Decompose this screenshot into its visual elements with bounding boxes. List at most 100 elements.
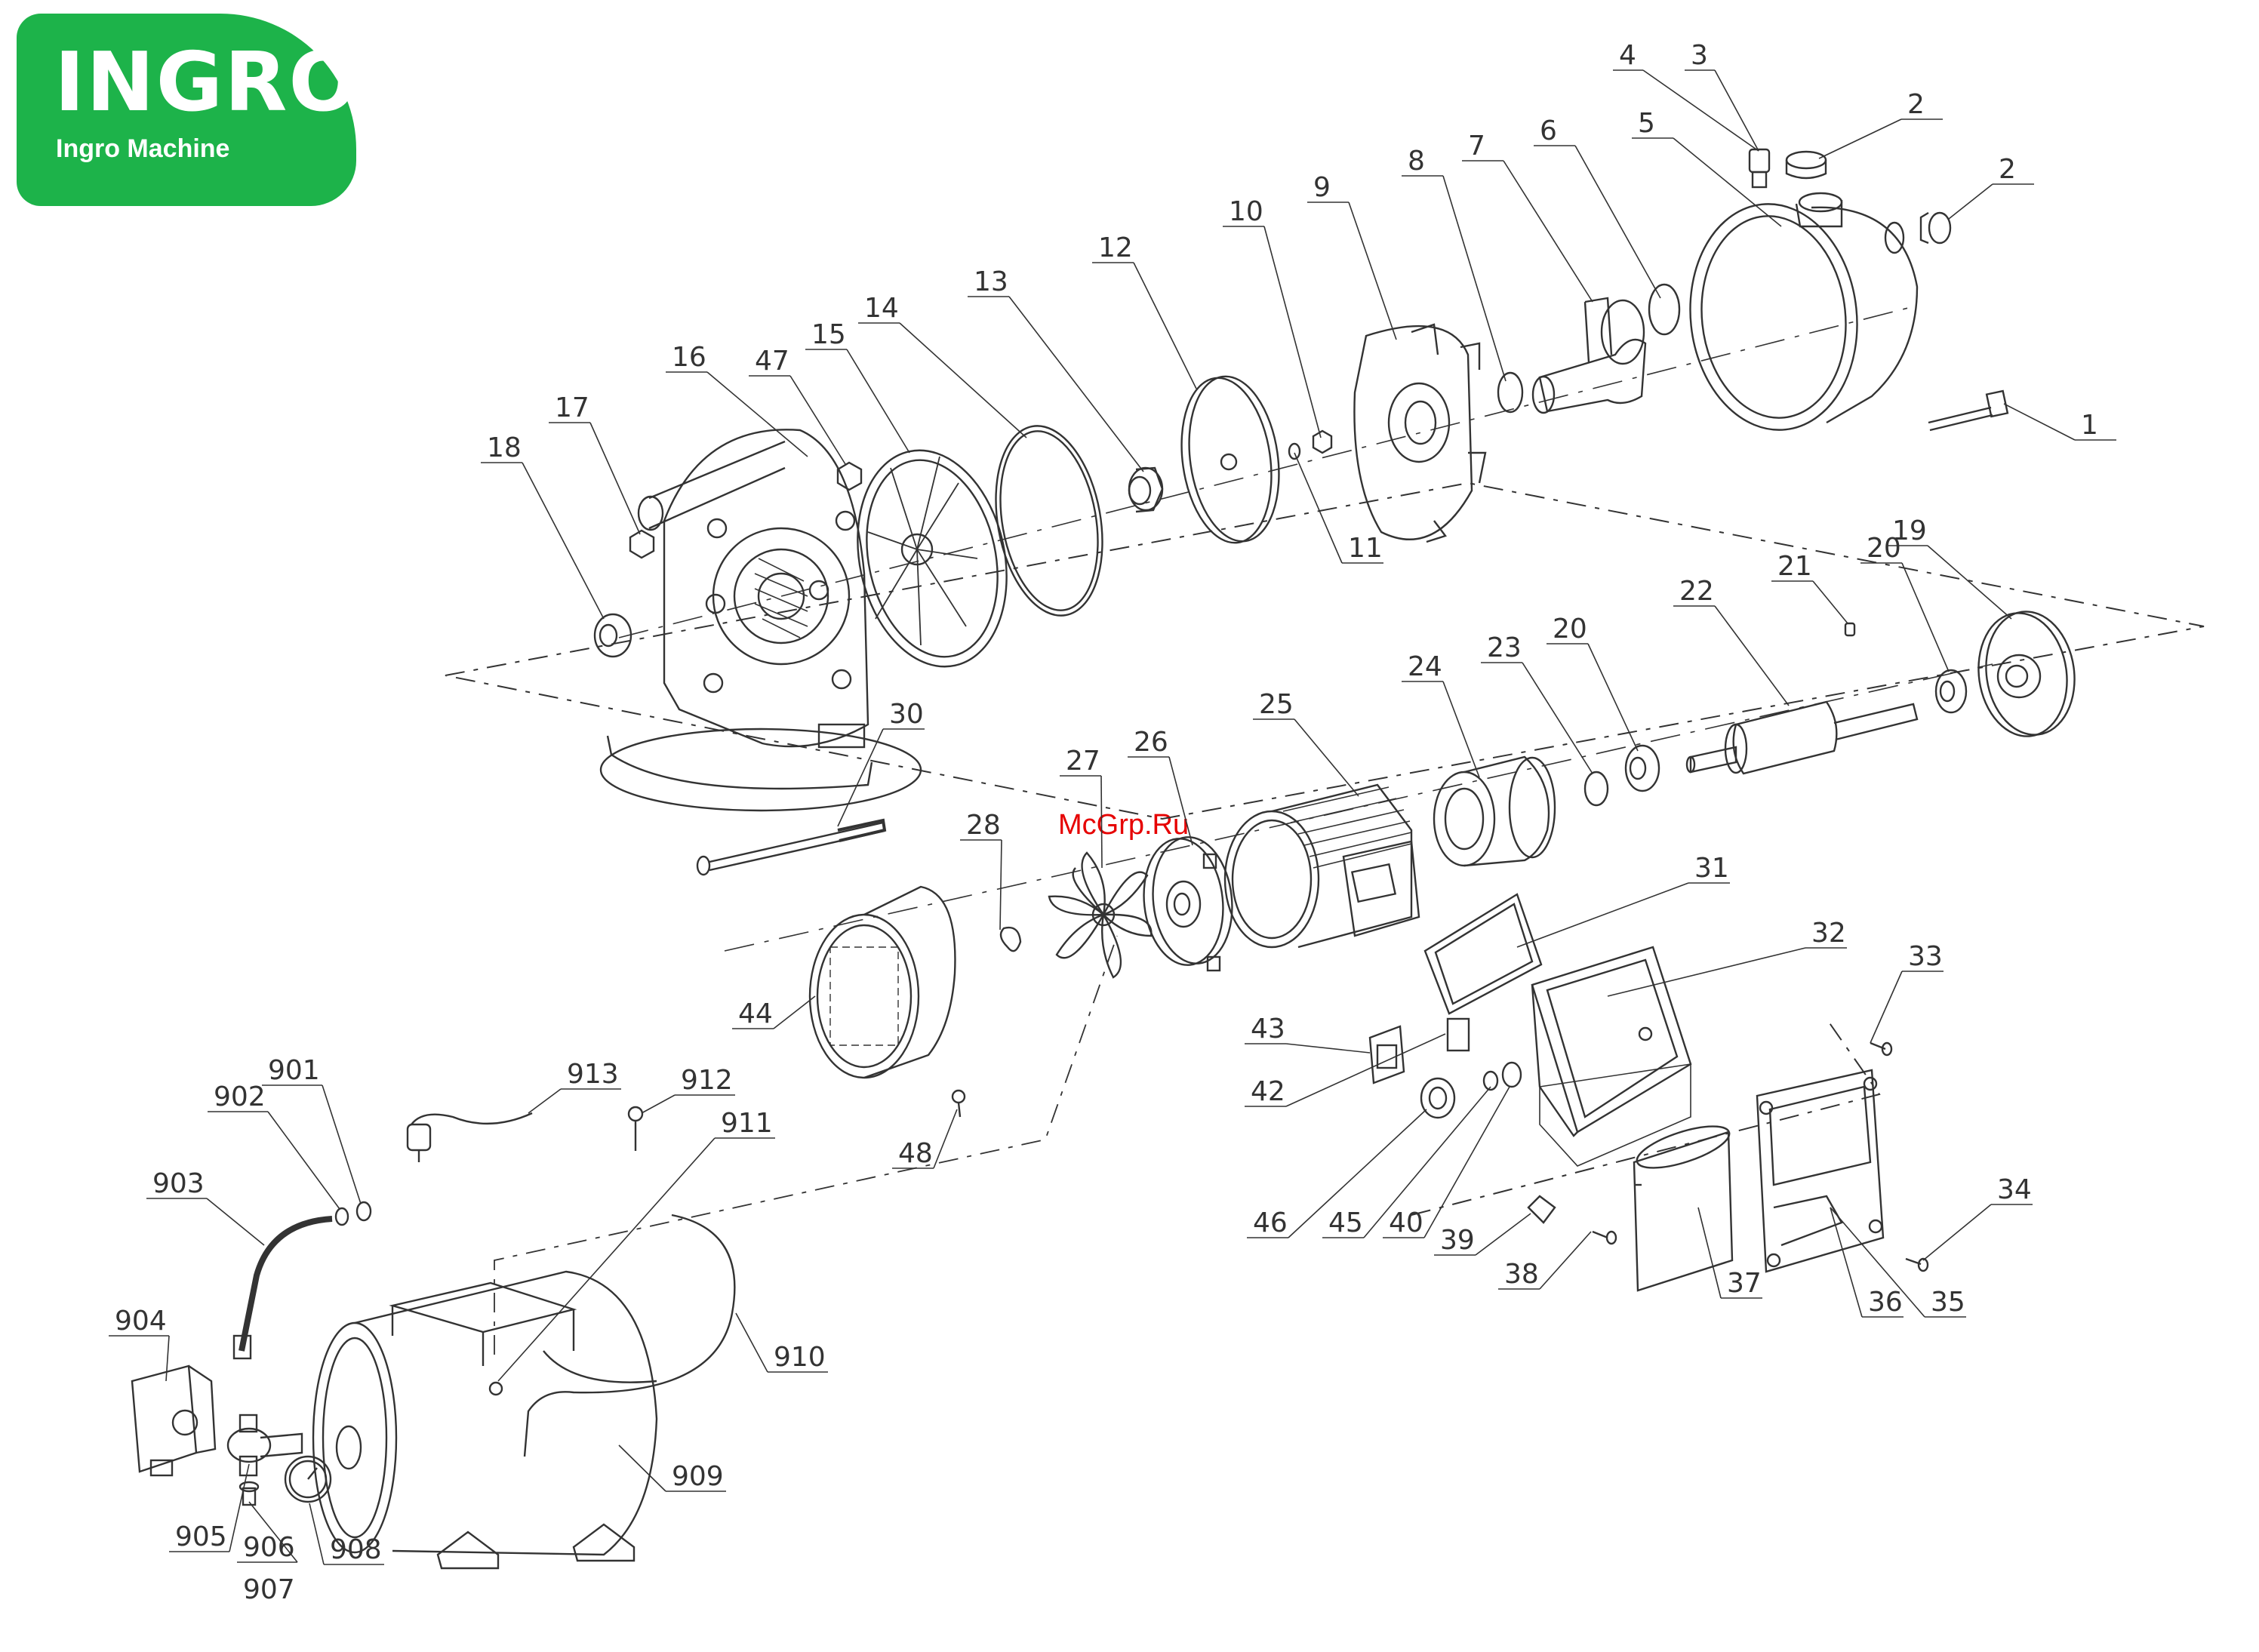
- cable-gland-part-46: [1421, 1078, 1454, 1118]
- callout-label-912: 912: [681, 1065, 733, 1096]
- callout-leader-32: [1608, 948, 1805, 996]
- plug-part-3: [1750, 149, 1769, 187]
- callout-leader-43: [1286, 1044, 1370, 1053]
- callout-label-903: 903: [152, 1168, 205, 1199]
- callout-label-6: 6: [1540, 115, 1557, 146]
- callout-leader-908: [309, 1503, 324, 1564]
- callout-label-32: 32: [1811, 918, 1846, 949]
- o-ring-part-6: [1649, 285, 1679, 334]
- callout-label-15: 15: [811, 319, 846, 350]
- plug-part-2-top: [1787, 152, 1826, 178]
- callout-leader-904: [166, 1336, 169, 1381]
- callout-label-48: 48: [898, 1138, 933, 1169]
- callout-label-46: 46: [1253, 1207, 1288, 1238]
- callout-label-5: 5: [1638, 108, 1655, 139]
- callout-leader-912: [642, 1095, 675, 1113]
- callout-leader-20a: [1902, 563, 1949, 672]
- fan-part-27: [1049, 853, 1151, 977]
- callout-label-911: 911: [721, 1108, 773, 1139]
- callout-leader-15: [847, 349, 909, 453]
- callout-leader-903: [207, 1198, 264, 1245]
- callout-label-37: 37: [1727, 1268, 1762, 1299]
- rotor-part-22: [1687, 702, 1917, 774]
- callout-label-901: 901: [268, 1055, 320, 1086]
- washer-part-902: [336, 1208, 348, 1225]
- screw-part-38: [1593, 1232, 1616, 1244]
- capacitor-part-37: [1633, 1118, 1734, 1291]
- callout-leader-913: [528, 1089, 561, 1113]
- switch-seal-part-42: [1448, 1019, 1469, 1051]
- callout-leader-9: [1349, 202, 1396, 340]
- callout-label-904: 904: [115, 1306, 167, 1337]
- screw-part-34: [1906, 1259, 1928, 1271]
- five-way-fitting-part-905: [228, 1415, 302, 1475]
- pressure-switch-part-904: [132, 1366, 215, 1475]
- pressure-tank-part-909: [313, 1272, 657, 1568]
- stator-part-24: [1434, 757, 1555, 866]
- callout-label-4: 4: [1619, 40, 1636, 71]
- callout-label-44: 44: [738, 998, 773, 1029]
- callout-leader-4: [1643, 70, 1759, 151]
- callout-label-27: 27: [1066, 746, 1100, 777]
- callout-leader-30: [838, 729, 883, 826]
- impeller-part-12: [1171, 371, 1288, 549]
- callout-label-13: 13: [974, 266, 1008, 297]
- key-part-21: [1845, 623, 1854, 635]
- washer-part-901: [357, 1202, 371, 1220]
- callout-label-10: 10: [1229, 196, 1263, 227]
- callout-label-40: 40: [1389, 1207, 1423, 1238]
- callout-label-26: 26: [1134, 727, 1168, 758]
- callout-label-42: 42: [1251, 1076, 1285, 1107]
- motor-flange-part-19: [1971, 606, 2082, 743]
- callout-label-17: 17: [555, 392, 589, 423]
- callout-label-9: 9: [1313, 172, 1331, 203]
- o-ring-part-8: [1498, 373, 1522, 412]
- gasket-part-31: [1425, 894, 1541, 1014]
- callout-leader-2a: [1819, 119, 1901, 158]
- callout-label-22: 22: [1679, 576, 1714, 607]
- callout-leader-18: [522, 463, 604, 619]
- callout-leader-27: [1101, 776, 1102, 868]
- callout-leader-45: [1364, 1087, 1491, 1238]
- callout-label-38: 38: [1504, 1259, 1539, 1290]
- callout-leader-21: [1813, 581, 1848, 623]
- tank-boundary: [494, 936, 1117, 1355]
- callout-label-906: 906: [243, 1532, 295, 1563]
- end-shield-part-26: [1138, 833, 1239, 971]
- callout-label-20a: 20: [1867, 533, 1901, 564]
- callout-leader-16: [707, 372, 808, 457]
- callout-label-11: 11: [1348, 533, 1383, 564]
- fan-cover-part-44: [810, 887, 955, 1078]
- callout-label-905: 905: [175, 1521, 227, 1552]
- callout-leader-5: [1673, 138, 1781, 226]
- callout-label-36: 36: [1868, 1287, 1903, 1318]
- circlip-part-23: [1585, 772, 1608, 805]
- circlip-part-28: [1001, 928, 1020, 951]
- washer-part-11: [1289, 444, 1300, 459]
- callout-leader-3: [1715, 70, 1759, 151]
- callout-leader-47: [790, 376, 845, 464]
- callout-leader-33: [1870, 971, 1902, 1043]
- shaft-seal-part-13: [1129, 468, 1162, 512]
- callout-label-31: 31: [1694, 853, 1729, 884]
- callout-leader-28: [1000, 840, 1002, 930]
- callout-leader-17: [590, 423, 640, 534]
- callout-label-14: 14: [864, 293, 899, 324]
- callout-leader-909: [619, 1445, 666, 1491]
- pump-bracket-part-16: [601, 429, 921, 811]
- screw-part-33: [1870, 1043, 1891, 1055]
- callout-leader-6: [1575, 146, 1660, 298]
- control-box-boundary: [1411, 1019, 1879, 1215]
- callout-label-909: 909: [672, 1461, 724, 1492]
- bearing-part-20-front: [1936, 670, 1966, 712]
- callout-label-12: 12: [1098, 232, 1133, 263]
- callout-label-18: 18: [487, 432, 522, 463]
- callout-label-35: 35: [1931, 1287, 1965, 1318]
- callout-label-47: 47: [755, 346, 789, 377]
- callout-leader-10: [1264, 226, 1321, 438]
- terminal-cover-part-35-36: [1757, 1070, 1883, 1272]
- callout-leader-34: [1923, 1204, 1991, 1260]
- callout-leader-910: [736, 1313, 768, 1372]
